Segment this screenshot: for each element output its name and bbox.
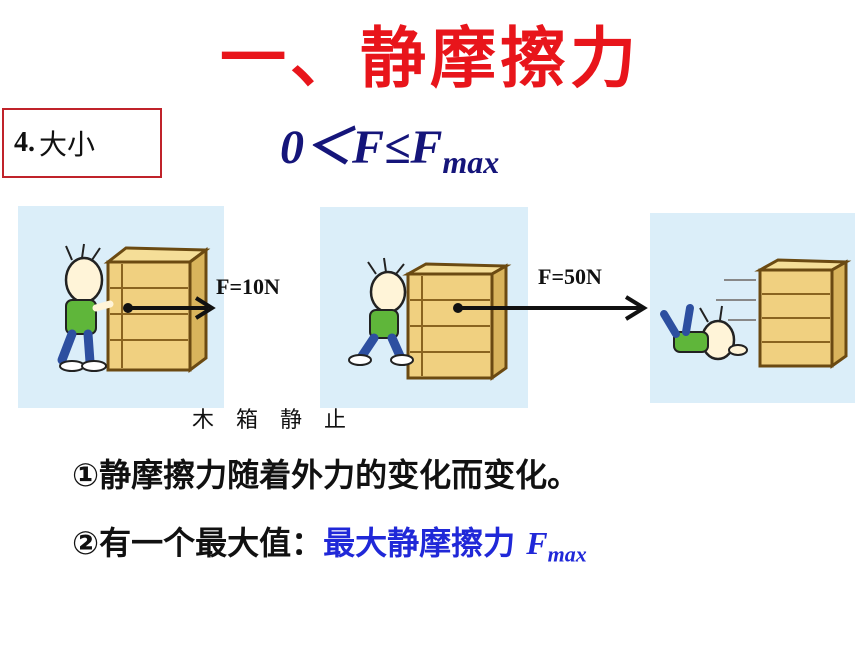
section-number: 4. [14, 127, 35, 158]
person-2 [348, 257, 414, 366]
force-label-50n: F=50N [538, 264, 602, 289]
point-two-highlight: 最大静摩擦力 [323, 524, 516, 562]
crate-3 [716, 258, 852, 369]
force-label-10n: F=10N [216, 274, 280, 299]
person-3 [660, 304, 748, 361]
fmax-subscript: max [547, 541, 587, 567]
fmax-letter: F [526, 525, 548, 561]
crate-1 [103, 246, 211, 373]
point-two-symbol: Fmax [526, 525, 586, 566]
friction-formula: 0＜F≤Fmax [280, 118, 499, 192]
crate-2 [402, 262, 512, 381]
formula-main: 0＜F≤F [280, 121, 443, 174]
point-two: ②有一个最大值：最大静摩擦力 Fmax [72, 518, 587, 567]
slide-title: 一、静摩擦力 [220, 20, 640, 97]
point-one: ①静摩擦力随着外力的变化而变化。 [72, 456, 580, 494]
point-two-prefix: ②有一个最大值： [72, 524, 324, 562]
crate-static-caption: 木箱静止 [192, 408, 369, 433]
section-label-text: 大小 [39, 128, 96, 161]
person-1 [57, 243, 114, 372]
force-arrow-1 [123, 296, 216, 320]
section-label-box: 4. 大小 [2, 108, 162, 178]
formula-subscript: max [442, 144, 500, 180]
force-arrow-2 [453, 295, 648, 321]
